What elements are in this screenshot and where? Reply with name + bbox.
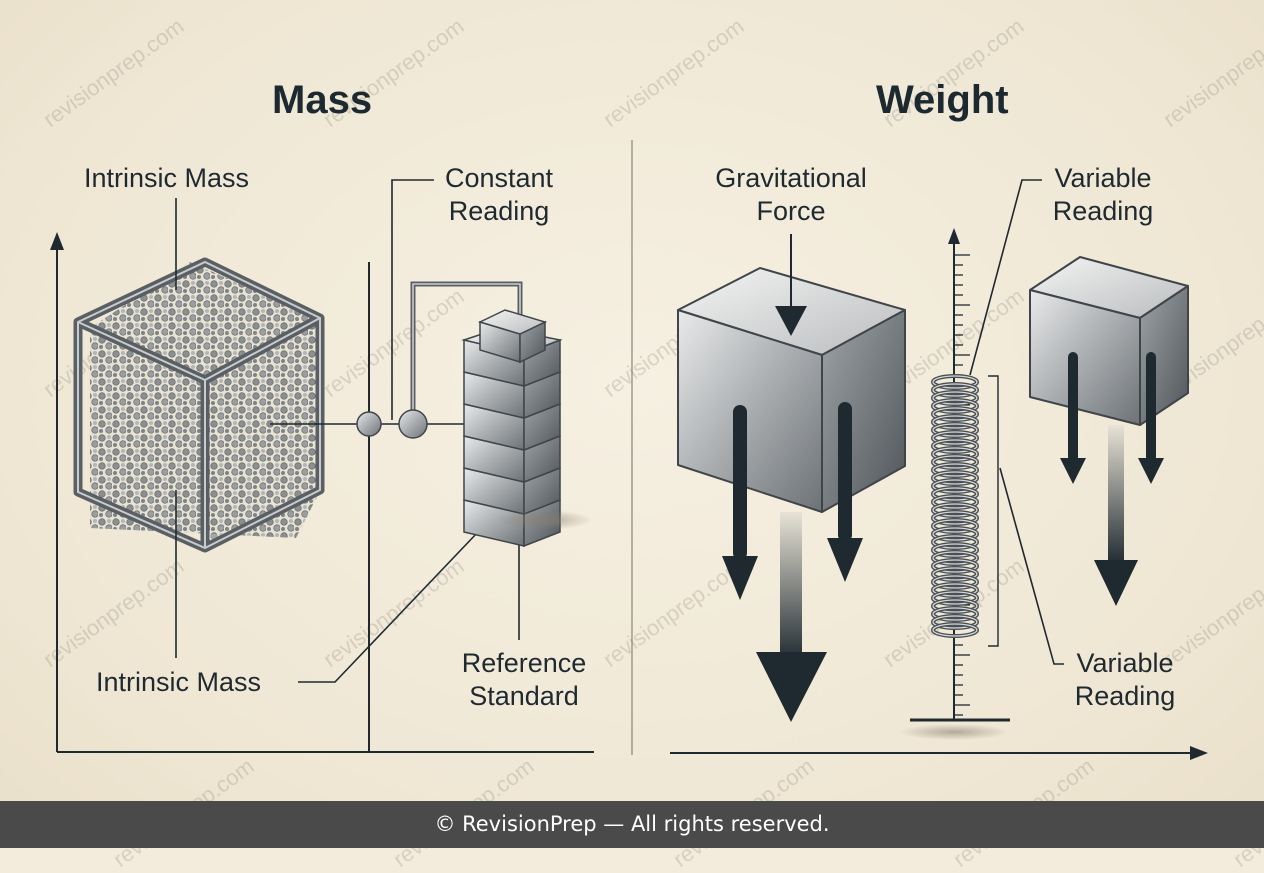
label-intrinsic-mass-top: Intrinsic Mass [84, 163, 250, 193]
label-line: Standard [469, 681, 579, 711]
weight-arrows-large [722, 402, 863, 722]
particle-cube [73, 257, 325, 553]
copyright-footer: © RevisionPrep — All rights reserved. [0, 801, 1264, 848]
stack-block [463, 466, 561, 516]
weight-arrows-small [1060, 352, 1164, 606]
label-line: Variable [1076, 648, 1174, 678]
gravitational-force-arrow [775, 234, 807, 336]
mass-axes [50, 232, 594, 753]
label-line: Reading [448, 196, 550, 226]
label-line: Reading [1052, 196, 1154, 226]
label-line: Reading [1074, 681, 1176, 711]
label-line: Variable [1054, 163, 1152, 193]
label-line: Force [756, 196, 826, 226]
label-intrinsic-mass-bottom: Intrinsic Mass [96, 667, 262, 697]
label-variable-reading-top: Variable Reading [1044, 162, 1162, 228]
label-constant-reading: Constant Reading [438, 162, 560, 228]
stack-shadow [497, 510, 593, 530]
label-line: Reference [461, 648, 587, 678]
stack-block [463, 434, 561, 484]
weight-title: Weight [876, 78, 1009, 122]
weight-axis [670, 746, 1208, 760]
mass-leader-lines [175, 179, 520, 683]
label-line: Gravitational [715, 163, 867, 193]
label-gravitational-force: Gravitational Force [703, 162, 879, 228]
small-weight-cube [1029, 256, 1189, 426]
label-line: Constant [444, 163, 554, 193]
stack-top-block [477, 309, 548, 364]
stack-block [463, 370, 561, 420]
diagram-drawing [50, 140, 1208, 760]
mass-title: Mass [272, 78, 373, 122]
weight-leader-lines [969, 179, 1064, 665]
spring-scale [899, 228, 1010, 740]
balance-rod [356, 281, 523, 439]
reference-weight-stack [461, 309, 563, 548]
label-variable-reading-bottom: Variable Reading [1066, 647, 1184, 713]
label-reference-standard: Reference Standard [452, 647, 596, 713]
